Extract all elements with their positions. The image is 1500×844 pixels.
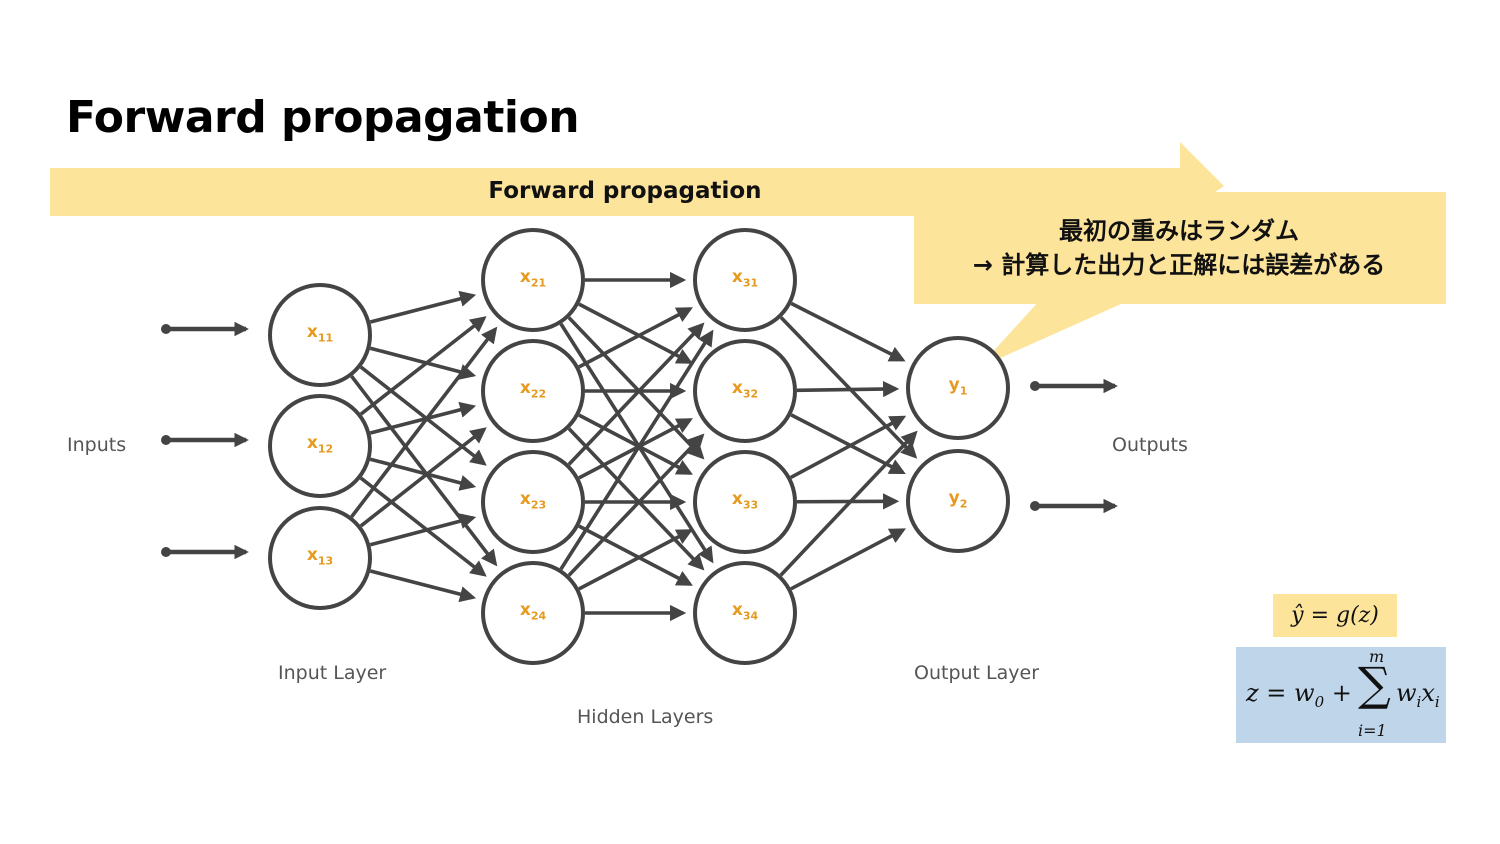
edge-0-0-1	[369, 346, 477, 380]
node-label-x13: x13	[306, 545, 334, 568]
node-x33	[693, 450, 797, 554]
sum-upper: m	[1369, 647, 1385, 666]
sum-symbol: ∑	[1358, 657, 1391, 711]
node-label-x12: x12	[306, 433, 334, 456]
edge-2-3-1	[790, 528, 906, 591]
outputs-label: Outputs	[1112, 434, 1188, 456]
z-formula: z = w0 + m ∑ i=1 wixi	[1236, 647, 1446, 743]
node-x23	[481, 450, 585, 554]
callout-text: 最初の重みはランダム → 計算した出力と正解には誤差がある	[914, 214, 1444, 282]
node-x32	[693, 339, 797, 443]
edge-0-1-2	[369, 457, 477, 491]
node-y1	[906, 336, 1010, 440]
edge-0-1-1	[369, 401, 477, 435]
edge-0-2-1	[359, 427, 487, 528]
edge-0-2-0	[350, 326, 498, 518]
edge-1-1-0	[578, 307, 693, 369]
edge-0-0-0	[369, 290, 477, 324]
node-label-x24: x24	[519, 600, 547, 623]
node-x11	[268, 283, 372, 387]
node-label-y2: y2	[948, 488, 968, 511]
edge-1-2-3	[578, 524, 693, 586]
io-arrows	[161, 321, 1118, 560]
edge-0-1-3	[359, 476, 487, 577]
edge-2-2-0	[789, 415, 907, 480]
node-x13	[268, 506, 372, 610]
node-label-x22: x22	[519, 378, 547, 401]
edge-1-0-2	[567, 316, 705, 460]
yhat-formula: ŷ = g(z)	[1273, 594, 1397, 637]
edge-1-1-2	[578, 413, 693, 475]
callout-box	[914, 192, 1446, 304]
edge-0-0-3	[350, 375, 498, 567]
z-formula-rhs: wixi	[1396, 679, 1440, 711]
edge-2-1-1	[790, 413, 906, 475]
sum-lower: i=1	[1358, 721, 1387, 740]
slide-title: Forward propagation	[66, 92, 580, 143]
edge-2-0-0	[790, 301, 906, 362]
input-layer-label: Input Layer	[278, 662, 387, 684]
callout-line-2: → 計算した出力と正解には誤差がある	[972, 251, 1386, 279]
edge-0-2-3	[369, 569, 477, 603]
node-label-x31: x31	[731, 267, 759, 290]
edge-1-0-1	[578, 302, 693, 364]
edge-2-0-1	[779, 316, 918, 459]
callout-pointer	[978, 300, 1130, 368]
edge-1-3-1	[567, 433, 705, 577]
node-label-x11: x11	[306, 322, 334, 345]
node-label-x21: x21	[519, 267, 547, 290]
node-x22	[481, 339, 585, 443]
edge-2-1-0	[796, 380, 900, 398]
callout-line-1: 最初の重みはランダム	[1059, 217, 1299, 245]
nodes	[268, 228, 1010, 665]
node-x34	[693, 561, 797, 665]
node-label-x34: x34	[731, 600, 759, 623]
edge-1-2-0	[567, 322, 705, 466]
inputs-label: Inputs	[67, 434, 127, 456]
node-label-x33: x33	[731, 489, 759, 512]
edge-1-1-3	[567, 427, 705, 571]
z-formula-lhs: z = w0 +	[1246, 679, 1352, 711]
node-label-y1: y1	[948, 375, 968, 398]
node-y2	[906, 449, 1010, 553]
edge-2-3-0	[779, 430, 918, 577]
node-label-x23: x23	[519, 489, 547, 512]
node-x24	[481, 561, 585, 665]
node-x31	[693, 228, 797, 332]
edge-0-2-2	[369, 513, 477, 547]
edge-1-3-2	[578, 529, 693, 591]
node-x21	[481, 228, 585, 332]
connection-edges	[350, 271, 918, 622]
edge-1-2-1	[578, 418, 693, 480]
banner-label: Forward propagation	[488, 178, 762, 204]
edge-1-3-0	[559, 329, 714, 571]
node-label-x32: x32	[731, 378, 759, 401]
output-layer-label: Output Layer	[914, 662, 1040, 684]
hidden-layers-label: Hidden Layers	[577, 706, 714, 728]
node-x12	[268, 394, 372, 498]
edge-0-1-0	[359, 316, 487, 416]
